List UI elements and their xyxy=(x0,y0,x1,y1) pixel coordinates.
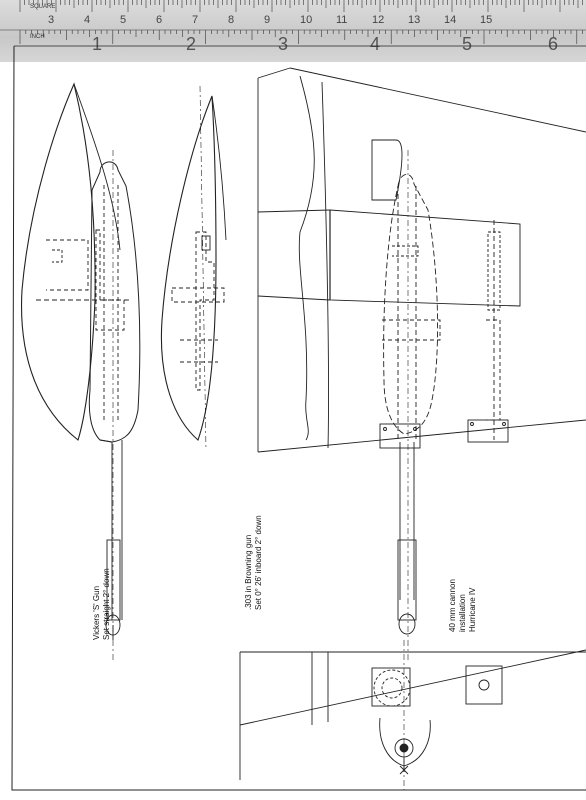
cannon-muzzle xyxy=(397,539,417,621)
section-plate-right xyxy=(465,665,503,705)
ruler-bottom-number: 6 xyxy=(548,34,559,54)
vickers-gun-drawing xyxy=(20,82,141,660)
ruler-top-number: 12 xyxy=(372,14,385,26)
ruler-bottom-number: 1 xyxy=(92,34,103,54)
cannon-sight-block xyxy=(371,139,403,201)
spar-panel xyxy=(329,209,521,307)
ruler-top-number: 8 xyxy=(228,14,235,26)
cannon-mount xyxy=(382,319,441,341)
section-dashed-circle xyxy=(381,677,403,699)
vickers-fitting xyxy=(52,249,63,263)
cannon-drawing xyxy=(257,67,586,660)
ruler-top-number: 6 xyxy=(156,14,163,26)
ruler-top-number: 7 xyxy=(192,14,199,26)
second-gun-barrel xyxy=(486,319,501,421)
browning-centreline xyxy=(199,85,207,451)
rivet xyxy=(413,427,417,431)
cannon-plate-left xyxy=(379,423,421,449)
fuselage-curve xyxy=(298,75,315,441)
ruler-top-number: 11 xyxy=(336,14,348,26)
vickers-label-line: Vickers 'S' Gun xyxy=(92,585,101,640)
wing-leading-edge xyxy=(289,67,586,133)
ruler-ticks xyxy=(0,0,586,44)
section-fuselage-lines xyxy=(311,652,329,725)
browning-spar xyxy=(180,339,218,363)
vickers-gun-pod xyxy=(88,161,141,443)
ruler-top-number: 3 xyxy=(48,14,55,26)
ruler-unit-bottom: INCH xyxy=(30,34,45,40)
structure-bottom-edge xyxy=(257,419,586,453)
vickers-label: Vickers 'S' Gun Set straight 2° down xyxy=(92,568,112,640)
vickers-wing-profile xyxy=(20,82,96,441)
browning-label: .303 in Browning gun Set 0° 26' inboard … xyxy=(244,515,264,610)
ruler-top-number: 5 xyxy=(120,14,127,26)
fuselage-line xyxy=(321,81,329,449)
measuring-ruler: SQUARE INCH 3 4 5 6 7 8 9 10 11 12 13 14… xyxy=(0,0,586,62)
second-gun-mount xyxy=(487,231,501,311)
cannon-body-lines xyxy=(397,186,417,440)
cannon-fitting xyxy=(392,245,419,257)
spar-panel-left xyxy=(257,209,331,301)
section-bolt-hole xyxy=(478,679,490,691)
ruler-bottom-number: 4 xyxy=(370,34,381,54)
cannon-label: 40 mm cannon installation Hurricane IV xyxy=(448,579,478,632)
browning-label-line: .303 in Browning gun xyxy=(244,534,253,610)
rivet xyxy=(470,422,474,426)
sheet-border xyxy=(11,45,586,791)
browning-wing-line xyxy=(211,95,227,241)
cannon-fairing xyxy=(383,174,439,435)
ruler-top-number: 4 xyxy=(84,14,91,26)
cannon-label-line: Hurricane IV xyxy=(468,587,477,632)
section-diagonal xyxy=(239,649,586,726)
ruler-unit-top: SQUARE xyxy=(30,4,56,10)
browning-mount xyxy=(171,287,225,303)
section-dashed-circle-outer xyxy=(373,669,411,707)
browning-label-line: Set 0° 26' inboard 2° down xyxy=(254,515,263,610)
vickers-barrel-left xyxy=(99,439,113,620)
section-view-drawing xyxy=(239,640,586,790)
section-blister xyxy=(379,717,431,767)
cannon-barrel xyxy=(399,442,415,600)
cannon-label-line: 40 mm cannon xyxy=(448,579,457,632)
ruler-top-number: 14 xyxy=(444,14,457,26)
cannon-muzzle-brake xyxy=(398,613,416,635)
vickers-spar-section xyxy=(46,239,89,291)
browning-gun-drawing xyxy=(160,85,227,451)
rivet xyxy=(383,427,387,431)
vickers-wing-line xyxy=(73,83,121,251)
browning-feed xyxy=(201,235,211,251)
ruler-bottom-number: 5 xyxy=(462,34,473,54)
ruler-top-number: 9 xyxy=(264,14,271,26)
ruler-bottom-number: 2 xyxy=(186,34,197,54)
browning-gun-body xyxy=(195,231,215,391)
ruler-bottom-number: 3 xyxy=(278,34,289,54)
cannon-label-line: installation xyxy=(458,594,467,632)
vickers-label-line: Set straight 2° down xyxy=(102,568,111,640)
ruler-top-number: 10 xyxy=(300,14,313,26)
ruler-top-number: 13 xyxy=(408,14,421,26)
rivet xyxy=(502,422,506,426)
ruler-top-number: 15 xyxy=(480,14,493,26)
browning-wing-profile xyxy=(160,95,217,441)
vickers-muzzle xyxy=(106,539,121,621)
structure-line xyxy=(257,67,291,79)
